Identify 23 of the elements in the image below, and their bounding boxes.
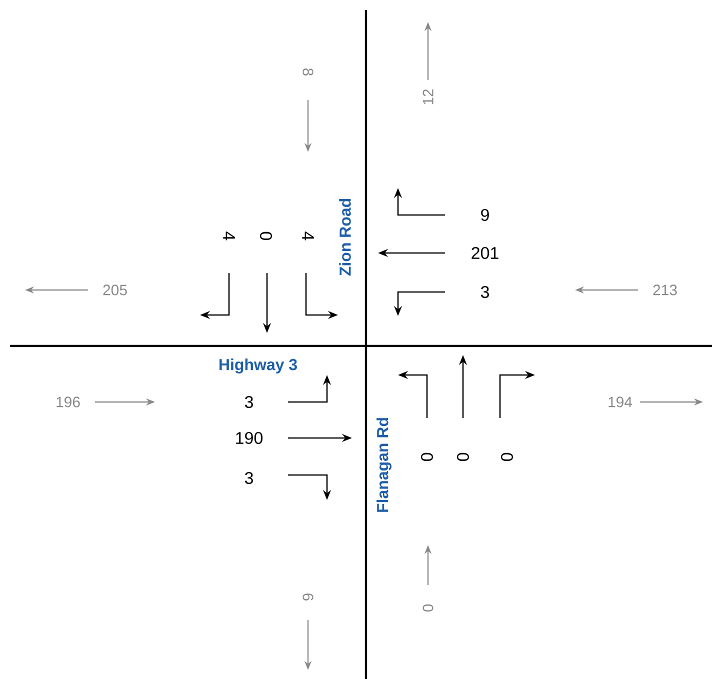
count-label: 190 <box>236 432 263 444</box>
count-label: 0 <box>260 232 272 240</box>
count-label: 4 <box>223 232 235 240</box>
count-label: 201 <box>472 246 498 259</box>
count-label: 196 <box>56 396 80 408</box>
count-label: 0 <box>500 452 514 462</box>
count-label: 213 <box>653 284 677 296</box>
count-label: 9 <box>481 208 489 221</box>
road-name: Zion Road <box>339 198 351 276</box>
count-label: 194 <box>608 396 632 408</box>
count-label: 4 <box>302 232 314 240</box>
count-label: 3 <box>244 396 253 408</box>
count-label: 205 <box>103 284 127 296</box>
count-label: 0 <box>420 452 434 462</box>
count-label: 0 <box>456 452 470 462</box>
road-name: Highway 3 <box>220 358 297 374</box>
count-label: 6 <box>302 594 314 600</box>
count-label: 12 <box>422 89 434 104</box>
count-label: 0 <box>422 604 434 612</box>
road-name: Flanagan Rd <box>376 418 392 512</box>
count-label: 3 <box>480 286 489 298</box>
count-label: 8 <box>302 68 314 76</box>
count-label: 3 <box>244 472 253 484</box>
